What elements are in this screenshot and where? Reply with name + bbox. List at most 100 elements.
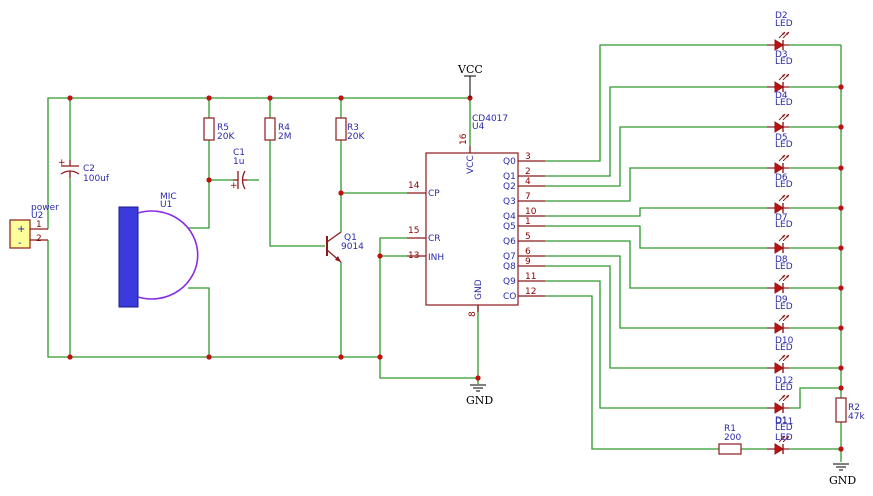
r4-ref: R4 — [278, 123, 290, 133]
led-value: LED — [775, 140, 793, 150]
led-array: D2LEDD3LEDD4LEDD5LEDD6LEDD7LEDD8LEDD9LED… — [767, 11, 794, 455]
u4-right-pins: 3 2 4 7 10 1 5 6 9 11 12 Q0 Q1 Q2 Q3 Q4 … — [503, 152, 545, 302]
u4-pin-num: 6 — [525, 247, 531, 257]
led-value: LED — [775, 343, 793, 353]
u4-pin15-num: 15 — [408, 226, 419, 236]
u4-pin8-num: 8 — [468, 311, 478, 317]
r2-value: 47k — [848, 412, 865, 422]
r3-ref: R3 — [347, 123, 359, 133]
u4-pin-name: Q9 — [503, 277, 516, 287]
c1-ref: C1 — [233, 148, 245, 158]
led-value: LED — [775, 383, 793, 393]
u4-value: CD4017 — [472, 114, 508, 124]
gnd-symbol-led: GND — [829, 463, 856, 487]
c2-value: 100uf — [83, 174, 110, 184]
capacitor-c1: + C1 1u — [230, 148, 247, 191]
u4-pin-num: 5 — [525, 232, 531, 242]
mic-value: MIC — [160, 192, 177, 202]
r1-value: 200 — [724, 433, 741, 443]
led-ref: D3 — [775, 50, 788, 60]
led-ref: D2 — [775, 11, 788, 21]
u4-pin-name: Q2 — [503, 182, 516, 192]
u2-pin2: 2 — [36, 234, 42, 244]
u4-pin-name: Q3 — [503, 197, 516, 207]
junction-dots — [67, 84, 844, 452]
resistor-r2: R2 47k — [835, 397, 865, 423]
gnd-label-u4: GND — [466, 394, 493, 407]
r4-value: 2M — [278, 132, 292, 142]
led-value: LED — [775, 98, 793, 108]
u4-pin14-num: 14 — [408, 181, 420, 191]
u2-ref: U2 — [31, 211, 43, 221]
mic-ref: U1 — [160, 200, 172, 210]
vcc-label: VCC — [457, 63, 483, 76]
q1-value: 9014 — [341, 242, 364, 252]
svg-text:+: + — [58, 158, 66, 168]
u2-plus-label: + — [17, 224, 25, 235]
u4-pin16-name: VCC — [466, 155, 476, 174]
r5-value: 20K — [217, 132, 235, 142]
resistor-r1: R1 200 — [718, 424, 742, 455]
resistor-r3: R3 20K — [335, 117, 365, 142]
u4-pin-num: 4 — [525, 177, 531, 187]
u4-pin8-name: GND — [474, 279, 484, 300]
led-ref: D8 — [775, 255, 788, 265]
led-value: LED — [775, 423, 793, 433]
led-ref: D4 — [775, 91, 788, 101]
ic-u4-cd4017: CD4017 U4 16 VCC 8 GND 14 15 13 CP CR IN… — [407, 114, 545, 317]
resistor-r5: R5 20K — [203, 117, 235, 142]
c2-ref: C2 — [83, 164, 95, 174]
u4-pin-name: Q8 — [503, 262, 516, 272]
u4-pin-num: 11 — [525, 272, 536, 282]
u4-pin-name: CO — [503, 292, 516, 302]
r2-ref: R2 — [848, 403, 860, 413]
u4-pin-num: 12 — [525, 287, 536, 297]
led-ref: D7 — [775, 213, 788, 223]
led-value: LED — [775, 262, 793, 272]
u4-pin-name: Q6 — [503, 237, 516, 247]
wires-left — [47, 97, 479, 384]
wires-outputs — [545, 44, 842, 462]
led-ref: D12 — [775, 376, 793, 386]
u4-pin-name: Q7 — [503, 252, 516, 262]
u4-pin-name: Q4 — [503, 212, 516, 222]
u2-value: power — [31, 203, 59, 213]
svg-text:+: + — [230, 181, 238, 191]
u4-pin13-name: INH — [428, 253, 444, 263]
u4-pin-num: 7 — [525, 192, 531, 202]
capacitor-c2: + C2 100uf — [58, 158, 110, 184]
gnd-label-led: GND — [829, 474, 856, 487]
u4-pin-num: 2 — [525, 167, 531, 177]
u4-pin-name: Q0 — [503, 157, 516, 167]
q1-ref: Q1 — [344, 233, 357, 243]
led-ref: D6 — [775, 173, 788, 183]
u4-pin14-name: CP — [428, 189, 440, 199]
microphone-u1: MIC U1 — [118, 192, 199, 308]
r1-ref: R1 — [724, 424, 736, 434]
led-ref: D11 — [775, 417, 793, 427]
c1-value: 1u — [233, 157, 244, 167]
led-value: LED — [775, 302, 793, 312]
led-ref: D1 — [775, 416, 788, 426]
led-value: LED — [775, 19, 793, 29]
u4-pin-name: Q1 — [503, 172, 516, 182]
u4-pin-name: Q5 — [503, 222, 516, 232]
led-value: LED — [775, 433, 793, 443]
u2-pin1: 1 — [36, 220, 42, 230]
led-ref: D10 — [775, 336, 794, 346]
u4-pin-num: 3 — [525, 152, 531, 162]
u2-minus-label: - — [18, 238, 22, 249]
led-ref: D9 — [775, 295, 788, 305]
r3-value: 20K — [347, 132, 365, 142]
led-ref: D5 — [775, 133, 788, 143]
